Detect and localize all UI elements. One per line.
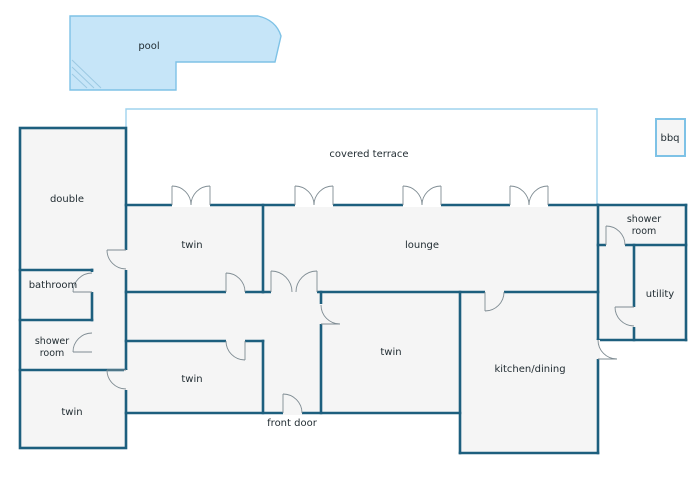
utility-door	[614, 306, 636, 327]
bathroom-label: bathroom	[29, 280, 78, 291]
twin-se-label: twin	[181, 374, 202, 385]
bbq: bbq	[655, 118, 686, 157]
shower-w-label-2: room	[40, 348, 65, 359]
shower-ne-label-1: shower	[627, 214, 661, 225]
lounge-label: lounge	[405, 240, 439, 251]
room-labels: double twin lounge shower room utility b…	[29, 194, 675, 429]
terrace-door-1	[171, 185, 211, 207]
twin-sw-door	[225, 339, 246, 361]
shower-ne-label-2: room	[632, 226, 657, 237]
front-door-label: front door	[267, 418, 318, 429]
shower-w-door	[72, 332, 94, 353]
terrace-door-4	[509, 185, 549, 207]
utility-label: utility	[646, 289, 675, 300]
front-door	[282, 393, 303, 415]
double-door	[106, 249, 128, 270]
twin-nw-door	[225, 272, 246, 294]
shower-ne-door	[605, 225, 626, 247]
twin-nw-label: twin	[181, 240, 202, 251]
terrace-label: covered terrace	[329, 149, 408, 160]
kitchen-label: kitchen/dining	[494, 364, 565, 375]
shower-w-label-1: shower	[35, 336, 69, 347]
covered-terrace: covered terrace	[125, 108, 598, 205]
bathroom-door	[72, 272, 94, 293]
kitchen-door	[484, 290, 505, 312]
twin-center-door	[319, 304, 341, 325]
terrace-door-2	[294, 185, 334, 207]
lounge-hall-door	[270, 270, 318, 294]
twin-sw-label: twin	[61, 407, 82, 418]
double-label: double	[50, 194, 84, 205]
house-floor	[20, 128, 686, 453]
twin-center-label: twin	[380, 347, 401, 358]
pool-label: pool	[138, 41, 159, 52]
pool: pool	[69, 15, 282, 91]
terrace-door-3	[402, 185, 442, 207]
bbq-label: bbq	[660, 133, 679, 144]
twin-w-door	[106, 369, 128, 390]
kitchen-east-door	[596, 339, 618, 360]
doors	[72, 185, 636, 415]
